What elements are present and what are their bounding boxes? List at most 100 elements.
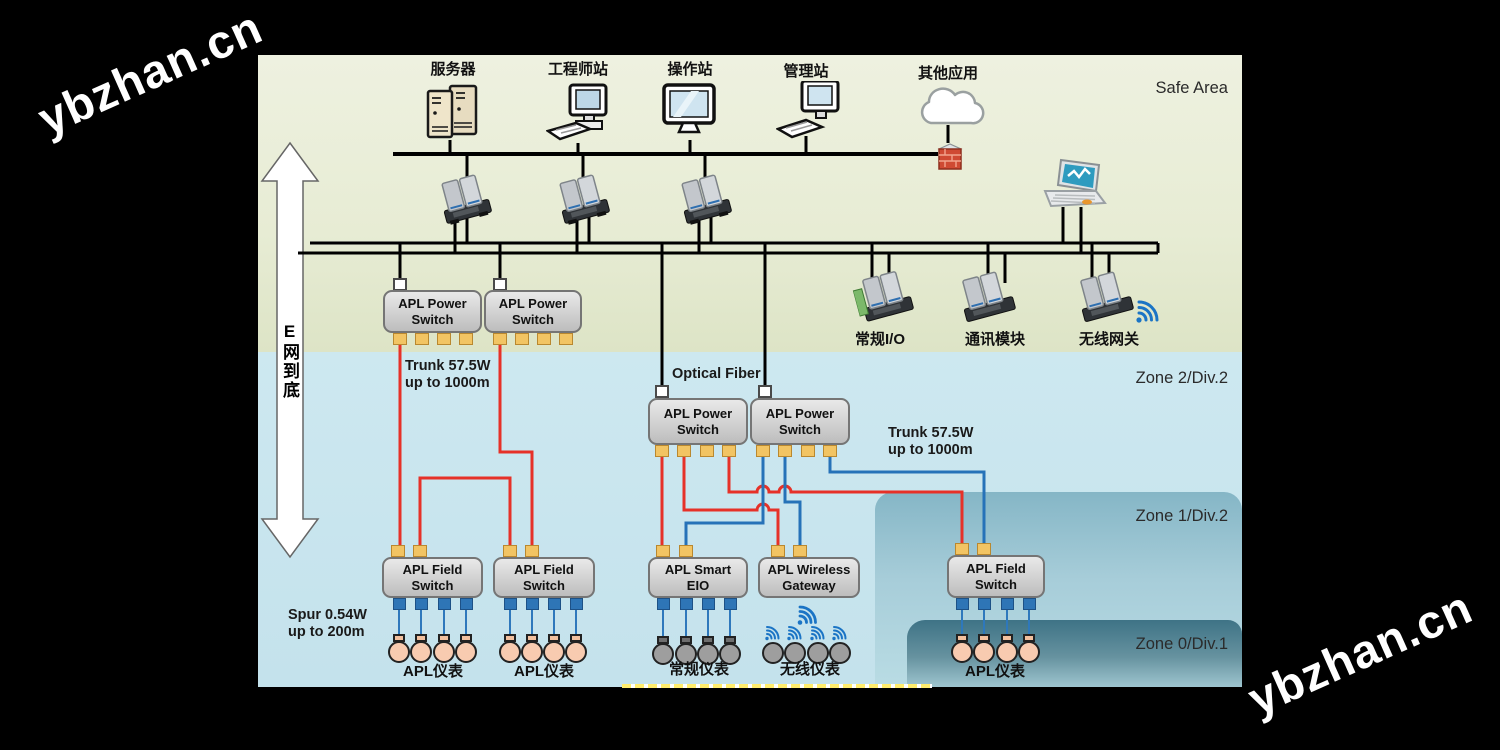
spur-port-icon (657, 598, 670, 610)
manager-label: 管理站 (783, 63, 829, 80)
apl-trunk-port-icon (391, 545, 405, 557)
apl-instrument (410, 641, 432, 663)
trunk-line2: up to 1000m (405, 374, 490, 391)
apl-instrument (455, 641, 477, 663)
apl-instrument (951, 641, 973, 663)
conventional-instrument (675, 643, 697, 665)
enet-arrow (260, 141, 320, 559)
apl-instruments-label: APL仪表 (402, 663, 463, 680)
diagram-canvas: Safe Area Zone 2/Div.2 Zone 1/Div.2 Zone… (258, 55, 1242, 688)
conventional-instrument (719, 643, 741, 665)
apl-trunk-port-icon (778, 445, 792, 457)
spur-port-icon (570, 598, 583, 610)
trunk-annotation-right: Trunk 57.5W up to 1000m (888, 425, 973, 458)
apl-trunk-port-icon (955, 543, 969, 555)
server-label: 服务器 (430, 61, 476, 78)
apl-instrument (521, 641, 543, 663)
apl-trunk-port-icon (393, 333, 407, 345)
conventional-instrument (652, 643, 674, 665)
apl-trunk-port-icon (515, 333, 529, 345)
apl-trunk-port-icon (656, 545, 670, 557)
trunk-line1: Trunk 57.5W (405, 358, 491, 374)
engineer-station-icon (545, 83, 612, 150)
spur-port-icon (504, 598, 517, 610)
apl-instruments-label: APL仪表 (513, 663, 574, 680)
apl-trunk-port-icon (977, 543, 991, 555)
conventional-io-icon (849, 262, 920, 334)
zone2-label: Zone 2/Div.2 (1135, 369, 1228, 387)
spur-port-icon (548, 598, 561, 610)
zone1-label: Zone 1/Div.2 (1135, 507, 1228, 525)
wifi-icon (831, 625, 849, 646)
spur-port-icon (393, 598, 406, 610)
apl-trunk-port-icon (823, 445, 837, 457)
ethernet-port-icon (758, 385, 772, 398)
wifi-icon (796, 601, 822, 632)
spur-annotation: Spur 0.54W up to 200m (288, 607, 367, 640)
cropped-content-sliver (622, 684, 932, 688)
apl-trunk-port-icon (756, 445, 770, 457)
comm-module-label: 通讯模块 (964, 331, 1025, 348)
spur-port-icon (460, 598, 473, 610)
apl-trunk-port-icon (459, 333, 473, 345)
apl-smart-eio: APL Smart EIO (648, 557, 748, 598)
apl-instrument (499, 641, 521, 663)
apl-wireless-gateway: APL Wireless Gateway (758, 557, 860, 598)
cloud-icon (913, 82, 985, 135)
apl-trunk-port-icon (677, 445, 691, 457)
apl-instrument (388, 641, 410, 663)
apl-trunk-port-icon (801, 445, 815, 457)
firewall-icon (936, 142, 964, 177)
operator-label: 操作站 (667, 61, 713, 78)
wifi-icon (786, 625, 804, 646)
apl-trunk-port-icon (437, 333, 451, 345)
apl-field-switch-2: APL Field Switch (493, 557, 595, 598)
spur-port-icon (415, 598, 428, 610)
comm-module-icon (953, 263, 1020, 334)
apl-instrument (543, 641, 565, 663)
din-module-icon (674, 167, 738, 234)
safe-area-label: Safe Area (1155, 79, 1228, 97)
spur-port-icon (1023, 598, 1036, 610)
apl-instrument (996, 641, 1018, 663)
wireless-instrument (807, 642, 829, 664)
spur-port-icon (1001, 598, 1014, 610)
spur-port-icon (724, 598, 737, 610)
bus1-drops (448, 125, 950, 180)
spur-port-icon (978, 598, 991, 610)
engineer-label: 工程师站 (547, 61, 608, 78)
wireless-instrument (829, 642, 851, 664)
apl-trunk-port-icon (722, 445, 736, 457)
apl-power-switch-2: APL Power Switch (484, 290, 582, 333)
apl-trunk-port-icon (559, 333, 573, 345)
apl-trunk-blue (684, 457, 986, 545)
laptop-icon (1035, 158, 1109, 219)
wireless-instruments-label: 无线仪表 (779, 661, 840, 678)
server-icon (420, 83, 486, 146)
trunk-annotation-left: Trunk 57.5W up to 1000m (405, 358, 490, 391)
watermark-bottom-right: ybzhan.cn (1240, 579, 1480, 726)
apl-instrument (1018, 641, 1040, 663)
spur-port-icon (526, 598, 539, 610)
wifi-icon (1134, 295, 1164, 330)
apl-instrument (433, 641, 455, 663)
spur-line2: up to 200m (288, 623, 365, 640)
wifi-icon (764, 625, 782, 646)
apl-power-switch-1: APL Power Switch (383, 290, 482, 333)
apl-trunk-port-icon (493, 333, 507, 345)
spur-port-icon (956, 598, 969, 610)
apl-trunk-port-icon (793, 545, 807, 557)
spur-lines (398, 610, 1030, 643)
wifi-icon (809, 625, 827, 646)
spur-line1: Spur 0.54W (288, 607, 367, 623)
din-module-icon (552, 167, 616, 234)
bus2 (298, 241, 1160, 255)
conventional-instrument (697, 643, 719, 665)
wireless-gateway-module-icon (1071, 263, 1138, 334)
apl-instruments-label: APL仪表 (964, 663, 1025, 680)
apl-instrument (565, 641, 587, 663)
wireless-instrument (784, 642, 806, 664)
conventional-instruments-label: 常规仪表 (668, 661, 729, 678)
apl-trunk-port-icon (771, 545, 785, 557)
apl-trunk-port-icon (413, 545, 427, 557)
